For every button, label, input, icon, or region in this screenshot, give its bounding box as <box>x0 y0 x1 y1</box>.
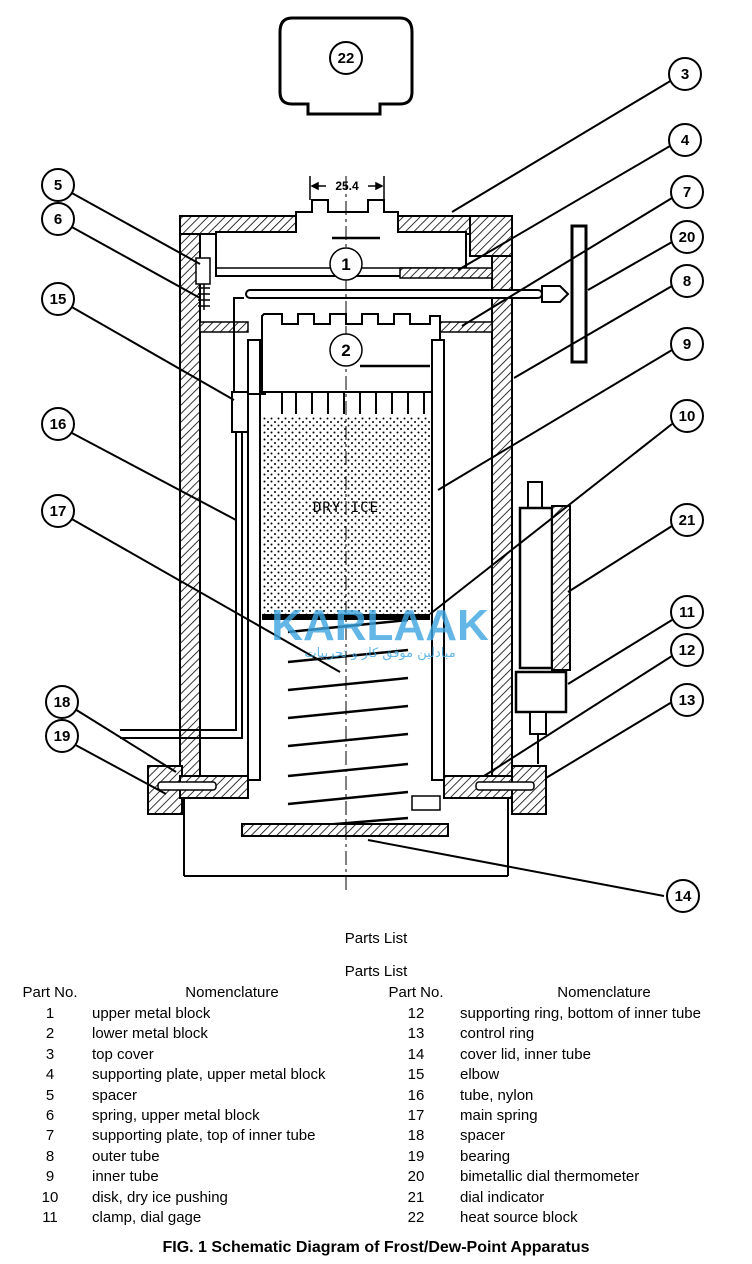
callout-7: 7 <box>670 175 704 209</box>
callout-8: 8 <box>670 264 704 298</box>
callout-3: 3 <box>668 57 702 91</box>
svg-text:9: 9 <box>683 336 691 353</box>
svg-text:3: 3 <box>681 66 689 83</box>
parts-list-title: Parts List <box>344 930 408 947</box>
callout-11: 11 <box>670 595 704 629</box>
callout-5: 5 <box>41 168 75 202</box>
svg-text:16: 16 <box>50 416 67 433</box>
svg-text:11: 11 <box>679 604 695 621</box>
callout-14: 14 <box>666 879 700 913</box>
supporting-plate-upper <box>399 267 493 279</box>
leader-lines <box>69 79 673 897</box>
svg-text:15: 15 <box>50 291 67 308</box>
svg-text:17: 17 <box>50 503 67 520</box>
elbow-and-nylon-tube <box>120 297 266 739</box>
dimension-25-4 <box>309 176 385 200</box>
callout-20: 20 <box>670 220 704 254</box>
bimetallic-dial-thermometer <box>245 224 588 364</box>
callout-17: 17 <box>41 494 75 528</box>
svg-text:4: 4 <box>681 132 690 149</box>
callout-15: 15 <box>41 282 75 316</box>
header-nomenclature: Nomenclature <box>557 984 651 1001</box>
callout-22: 22 <box>329 41 363 75</box>
cover-lid <box>241 823 449 837</box>
svg-text:14: 14 <box>675 888 692 905</box>
svg-text:1: 1 <box>341 255 350 274</box>
svg-text:مبادلین موفق کار و تجربیات: مبادلین موفق کار و تجربیات <box>304 646 455 661</box>
callout-10: 10 <box>670 399 704 433</box>
svg-text:6: 6 <box>54 211 62 228</box>
callout-16: 16 <box>41 407 75 441</box>
svg-text:KARLAAK: KARLAAK <box>271 601 489 650</box>
callout-21: 21 <box>670 503 704 537</box>
svg-text:19: 19 <box>54 728 71 745</box>
svg-text:13: 13 <box>679 692 696 709</box>
svg-text:22: 22 <box>338 50 355 67</box>
svg-text:18: 18 <box>54 694 71 711</box>
svg-text:8: 8 <box>683 273 691 290</box>
svg-text:21: 21 <box>679 512 696 529</box>
apparatus-schematic: DRY ICE <box>41 16 704 913</box>
header-part-no: Part No. <box>22 984 78 1001</box>
dimension-label: 25.4 <box>335 179 359 193</box>
dry-ice-pushing-disk <box>262 614 430 620</box>
header-nomenclature: Nomenclature <box>185 984 279 1001</box>
callout-12: 12 <box>670 633 704 667</box>
callout-9: 9 <box>670 327 704 361</box>
callout-13: 13 <box>670 683 704 717</box>
inner-label-1: 1 <box>329 247 363 281</box>
svg-text:12: 12 <box>679 642 696 659</box>
svg-text:10: 10 <box>679 408 696 425</box>
inner-label-2: 2 <box>329 333 363 367</box>
svg-text:2: 2 <box>341 341 350 360</box>
watermark: KARLAAK مبادلین موفق کار و تجربیات <box>271 601 489 661</box>
callout-18: 18 <box>45 685 79 719</box>
svg-text:5: 5 <box>54 177 62 194</box>
callout-6: 6 <box>41 202 75 236</box>
svg-text:20: 20 <box>679 229 696 246</box>
svg-text:7: 7 <box>683 184 691 201</box>
inner-tube <box>247 339 445 781</box>
callout-19: 19 <box>45 719 79 753</box>
callout-4: 4 <box>668 123 702 157</box>
parts-list-subtitle: Parts List <box>344 963 408 980</box>
dial-indicator <box>514 481 571 764</box>
figure-caption: FIG. 1 Schematic Diagram of Frost/Dew-Po… <box>162 1239 590 1256</box>
bottom-ring-assembly <box>147 765 547 815</box>
header-part-no: Part No. <box>388 984 444 1001</box>
